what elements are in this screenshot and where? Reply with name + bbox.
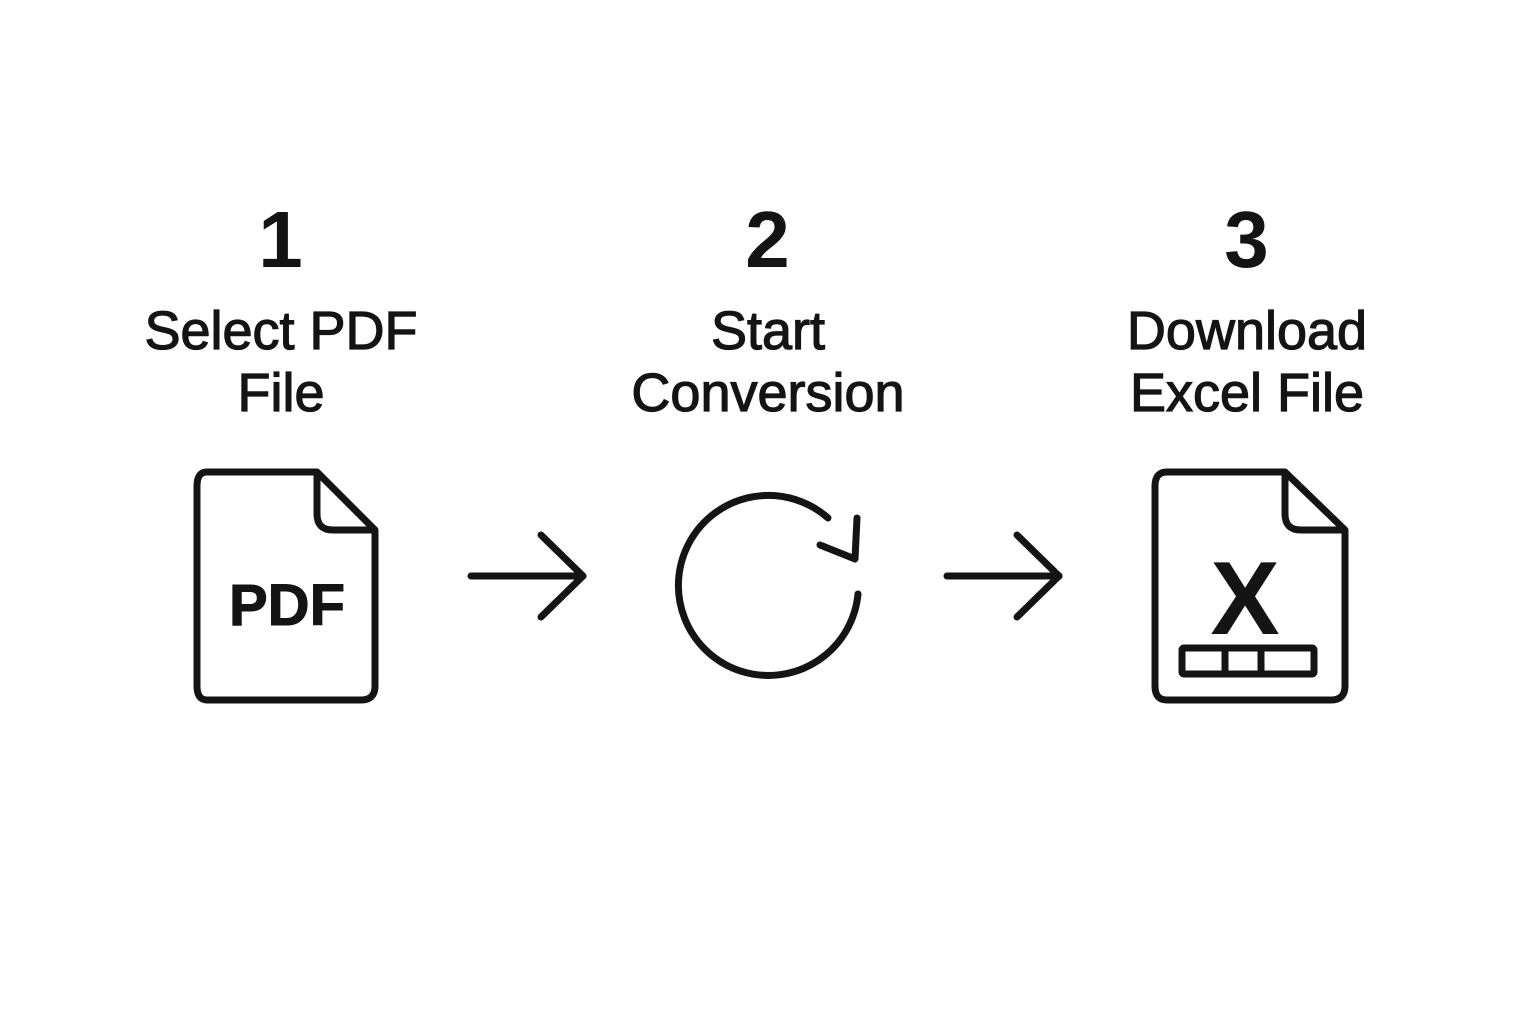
step-2: 2 Start Conversion: [568, 190, 968, 424]
pdf-file-icon: PDF: [193, 468, 379, 704]
step-label-line: Select PDF: [144, 300, 418, 361]
arrow-right-icon: [467, 530, 592, 622]
refresh-icon: [666, 482, 872, 688]
step-3: 3 Download Excel File: [1047, 190, 1447, 424]
step-label: Select PDF File: [81, 300, 481, 424]
step-1: 1 Select PDF File: [81, 190, 481, 424]
step-label-line: Conversion: [631, 362, 905, 423]
pdf-label: PDF: [229, 573, 345, 638]
step-label-line: Download: [1126, 300, 1368, 361]
step-label: Start Conversion: [568, 300, 968, 424]
step-number: 3: [1224, 195, 1270, 284]
excel-x-label: X: [1210, 541, 1279, 657]
step-label: Download Excel File: [1047, 300, 1447, 424]
step-label-line: Excel File: [1129, 362, 1365, 423]
step-number: 2: [745, 195, 791, 284]
step-label-line: Start: [710, 300, 826, 361]
excel-file-icon: X: [1151, 468, 1349, 704]
arrow-right-icon: [943, 530, 1068, 622]
step-label-line: File: [237, 362, 325, 423]
step-number: 1: [258, 195, 304, 284]
